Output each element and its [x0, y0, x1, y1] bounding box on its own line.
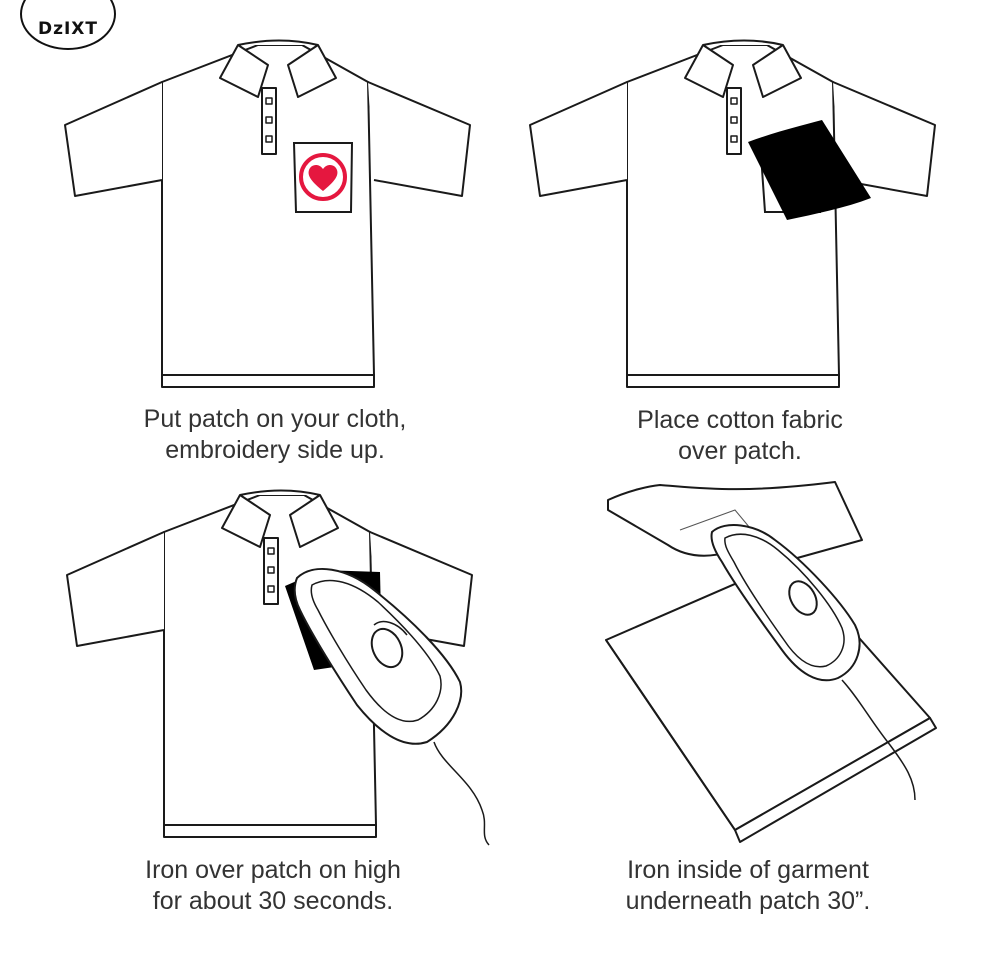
step1-caption: Put patch on your cloth, embroidery side…: [65, 404, 485, 466]
step1-caption-line2: embroidery side up.: [165, 436, 385, 464]
step4-caption: Iron inside of garment underneath patch …: [538, 855, 958, 917]
power-cord-icon: [841, 679, 916, 801]
step4-caption-line1: Iron inside of garment: [627, 856, 869, 884]
step3-caption-line1: Iron over patch on high: [145, 856, 401, 884]
polo-shirt-icon: [64, 39, 471, 388]
step2-caption-line1: Place cotton fabric: [637, 406, 843, 434]
step3-caption-line2: for about 30 seconds.: [152, 887, 394, 915]
iron-icon: [710, 524, 861, 682]
step3-illustration: [66, 489, 490, 846]
step4-caption-line2: underneath patch 30”.: [625, 887, 871, 915]
polo-shirt-icon: [529, 39, 936, 388]
step1-illustration: [64, 39, 471, 388]
step2-caption: Place cotton fabric over patch.: [530, 405, 950, 467]
step2-illustration: [529, 39, 936, 388]
heart-patch-icon: [292, 142, 354, 213]
cotton-fabric-icon: [748, 120, 871, 220]
step2-caption-line2: over patch.: [678, 437, 802, 465]
step4-illustration: [605, 481, 937, 843]
brand-logo-text: DzIXT: [37, 19, 99, 39]
iron-icon: [293, 567, 463, 745]
step3-caption: Iron over patch on high for about 30 sec…: [63, 855, 483, 917]
power-cord-icon: [433, 741, 490, 846]
step1-caption-line1: Put patch on your cloth,: [143, 405, 407, 433]
